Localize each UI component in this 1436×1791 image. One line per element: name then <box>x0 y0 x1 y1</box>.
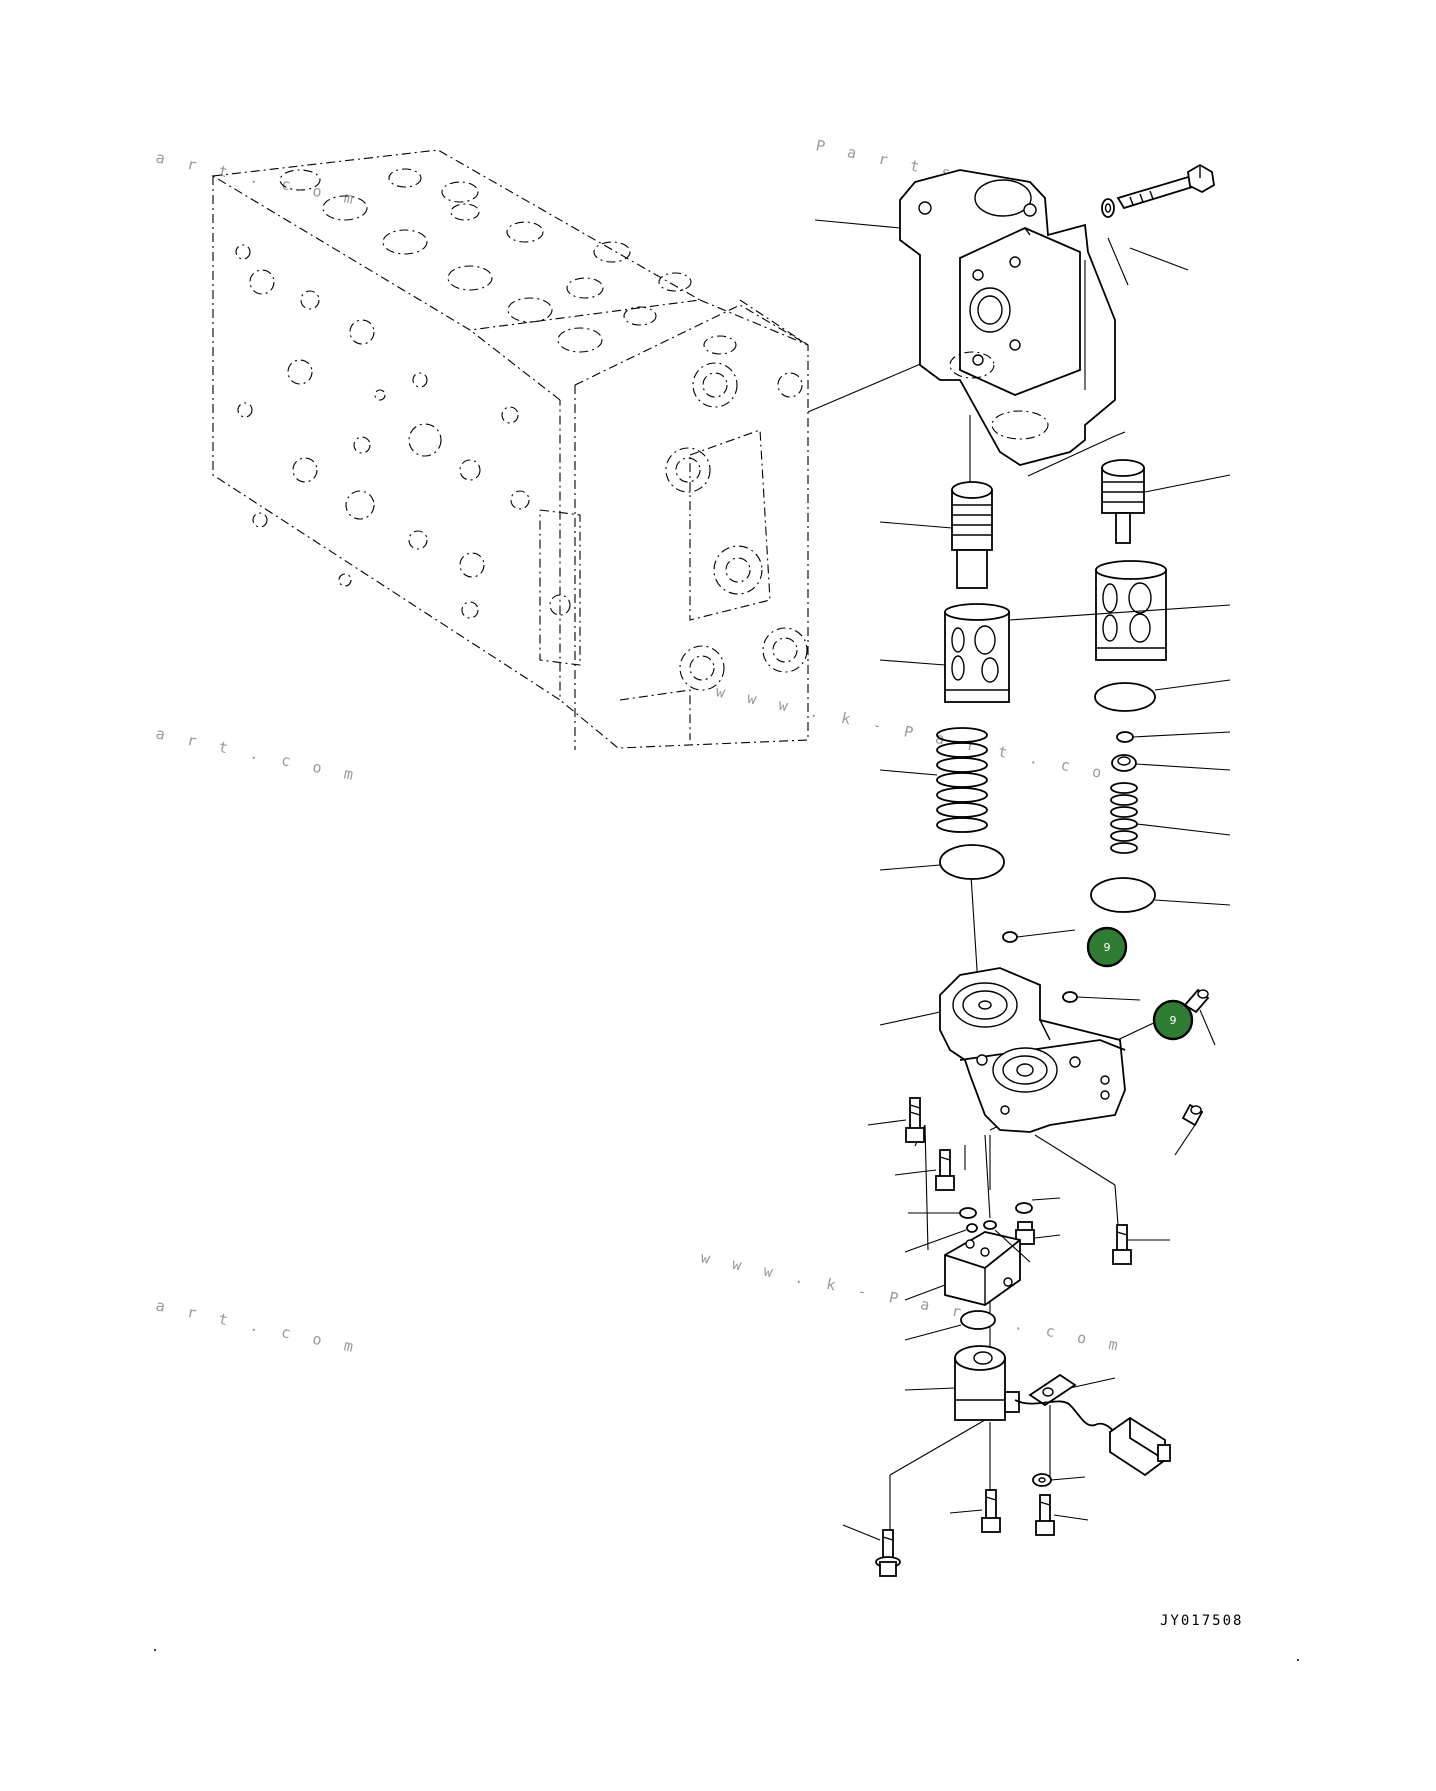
sleeve-left <box>944 603 1010 703</box>
callout-badge[interactable]: 9 <box>1086 926 1128 968</box>
callout-label: 9 <box>1104 941 1111 954</box>
spool-left <box>951 481 993 589</box>
sleeve-right <box>1095 560 1167 661</box>
long-bolt <box>1116 163 1215 210</box>
o-ring-adapter <box>960 1310 996 1330</box>
bolt <box>905 1097 925 1143</box>
watermark: w w w . k - P a r t . c o <box>714 682 1110 783</box>
plug-upper-right <box>1183 988 1210 1014</box>
bolt-flange <box>875 1529 901 1577</box>
small-o-ring-right <box>1116 731 1134 743</box>
page-marks <box>154 1649 1299 1661</box>
callout-label: 9 <box>1170 1014 1177 1027</box>
plug-lower-right <box>1181 1103 1204 1127</box>
solenoid-valve <box>954 1345 1020 1421</box>
o-ring-right-upper <box>1094 682 1156 712</box>
lower-housing <box>939 967 1126 1133</box>
watermark: w w w . k - P a r t . c o m <box>699 1248 1126 1356</box>
bolt <box>1112 1224 1132 1265</box>
o-ring-large-right <box>1090 877 1156 913</box>
bolt <box>981 1489 1001 1533</box>
wire-harness <box>1014 1399 1119 1436</box>
plug-small <box>1015 1202 1035 1245</box>
washer <box>1101 198 1115 218</box>
connector <box>1109 1416 1171 1477</box>
spool-right <box>1101 459 1145 544</box>
diagram-reference-code: JY017508 <box>1160 1613 1243 1629</box>
watermark: a r t . c o m <box>154 148 362 209</box>
main-valve-block-phantom <box>211 149 809 750</box>
washer-small <box>1032 1473 1052 1487</box>
adapter-block <box>944 1231 1021 1306</box>
bolt <box>935 1149 955 1191</box>
spring-large <box>936 727 988 833</box>
watermark: a r t . c o m <box>154 724 362 785</box>
spring-seat-right <box>1111 754 1137 772</box>
callout-badge[interactable]: 9 <box>1152 999 1194 1041</box>
watermark: a r t . c o m <box>154 1296 362 1357</box>
leader-lines <box>814 219 1231 1541</box>
o-ring-small-adapter <box>959 1207 997 1233</box>
spring-small <box>1110 782 1138 854</box>
relief-valve-body <box>899 169 1116 466</box>
bolt <box>1035 1494 1055 1536</box>
o-ring-large-left <box>939 844 1005 880</box>
bracket <box>1028 1373 1077 1407</box>
